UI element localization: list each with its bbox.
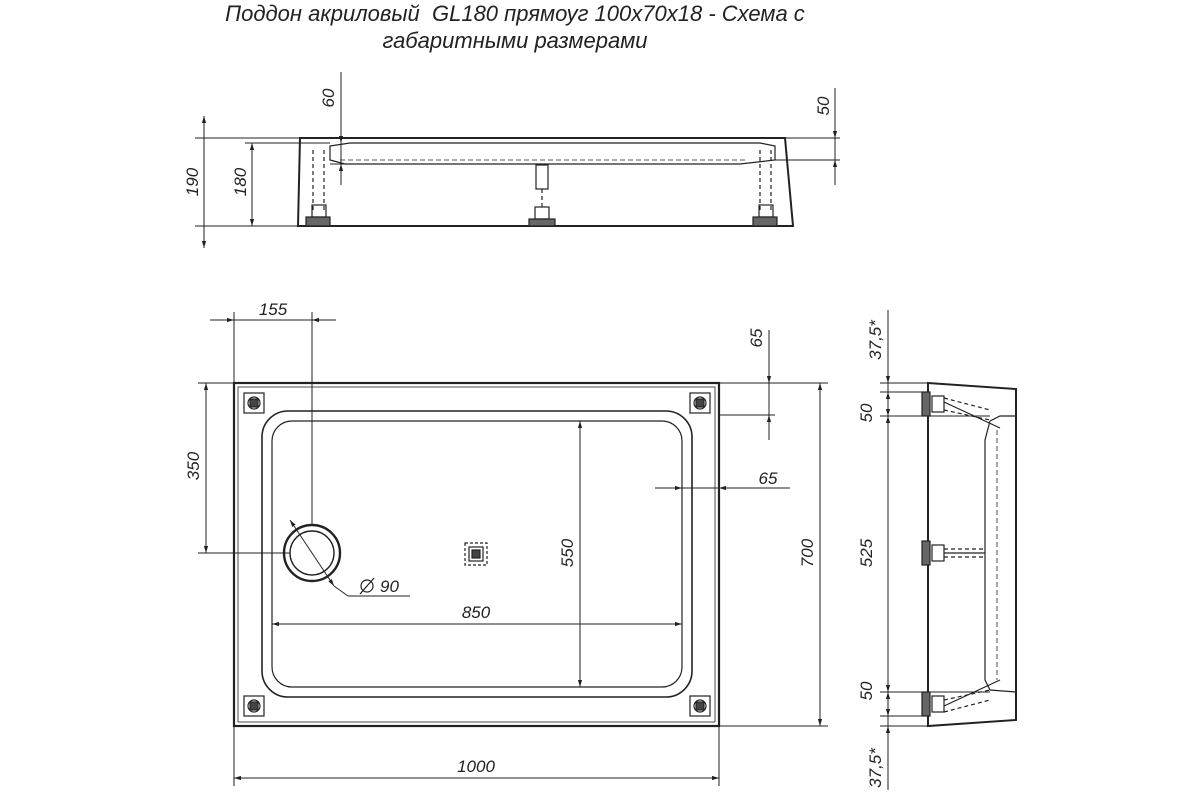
side-view-dimensions xyxy=(195,72,840,248)
dim-37-5-top-label: 37,5* xyxy=(866,319,885,360)
side-view xyxy=(296,137,795,227)
dim-37-5-bottom-label: 37,5* xyxy=(866,747,885,788)
end-leg-bottom xyxy=(921,679,1001,717)
end-leg-center xyxy=(921,540,985,566)
dim-190-label: 190 xyxy=(183,167,202,196)
side-leg-center xyxy=(528,164,556,227)
dim-700-label: 700 xyxy=(798,538,817,567)
tray-side-outline xyxy=(296,137,795,227)
corner-leg-bottom-left xyxy=(243,695,265,717)
dim-550-label: 550 xyxy=(558,538,577,567)
title-line-2: габаритными размерами xyxy=(382,28,648,53)
dim-50-top-label: 50 xyxy=(857,403,876,422)
tray-end-inner-profile xyxy=(984,415,1017,693)
corner-leg-bottom-right xyxy=(689,695,711,717)
tray-basin-inner xyxy=(271,420,683,688)
tray-end-outline xyxy=(927,381,1017,728)
drawing-title: Поддон акриловый GL180 прямоуг 100х70х18… xyxy=(0,0,1030,54)
side-leg-left xyxy=(305,150,331,227)
top-view-dimensions xyxy=(198,312,828,786)
drain-diameter-label: 90 xyxy=(380,577,399,596)
dim-850-label: 850 xyxy=(462,603,491,622)
tray-basin-outer xyxy=(261,410,693,698)
title-line-1: Поддон акриловый GL180 прямоуг 100х70х18… xyxy=(225,1,805,26)
tray-outer-rim xyxy=(232,381,721,728)
dim-180-label: 180 xyxy=(231,167,250,196)
drain-diameter-leader xyxy=(289,519,335,587)
end-view-dimensions xyxy=(880,310,990,790)
dim-50-bottom-label: 50 xyxy=(857,681,876,700)
corner-leg-top-right xyxy=(689,392,711,414)
dim-155-label: 155 xyxy=(259,300,288,319)
end-leg-top xyxy=(921,391,1001,429)
dim-65-right-label: 65 xyxy=(759,469,778,488)
center-leg xyxy=(464,542,488,566)
diameter-symbol xyxy=(359,577,375,595)
dim-50-label: 50 xyxy=(814,96,833,115)
dim-60-label: 60 xyxy=(319,88,338,107)
top-view xyxy=(232,381,721,728)
dim-65-top-label: 65 xyxy=(747,328,766,347)
dim-525-label: 525 xyxy=(857,538,876,567)
tray-inner-profile xyxy=(329,142,776,165)
side-leg-right xyxy=(752,150,778,227)
corner-leg-top-left xyxy=(243,392,265,414)
dim-1000-label: 1000 xyxy=(457,757,495,776)
end-view xyxy=(921,381,1017,728)
dim-350-label: 350 xyxy=(184,451,203,480)
